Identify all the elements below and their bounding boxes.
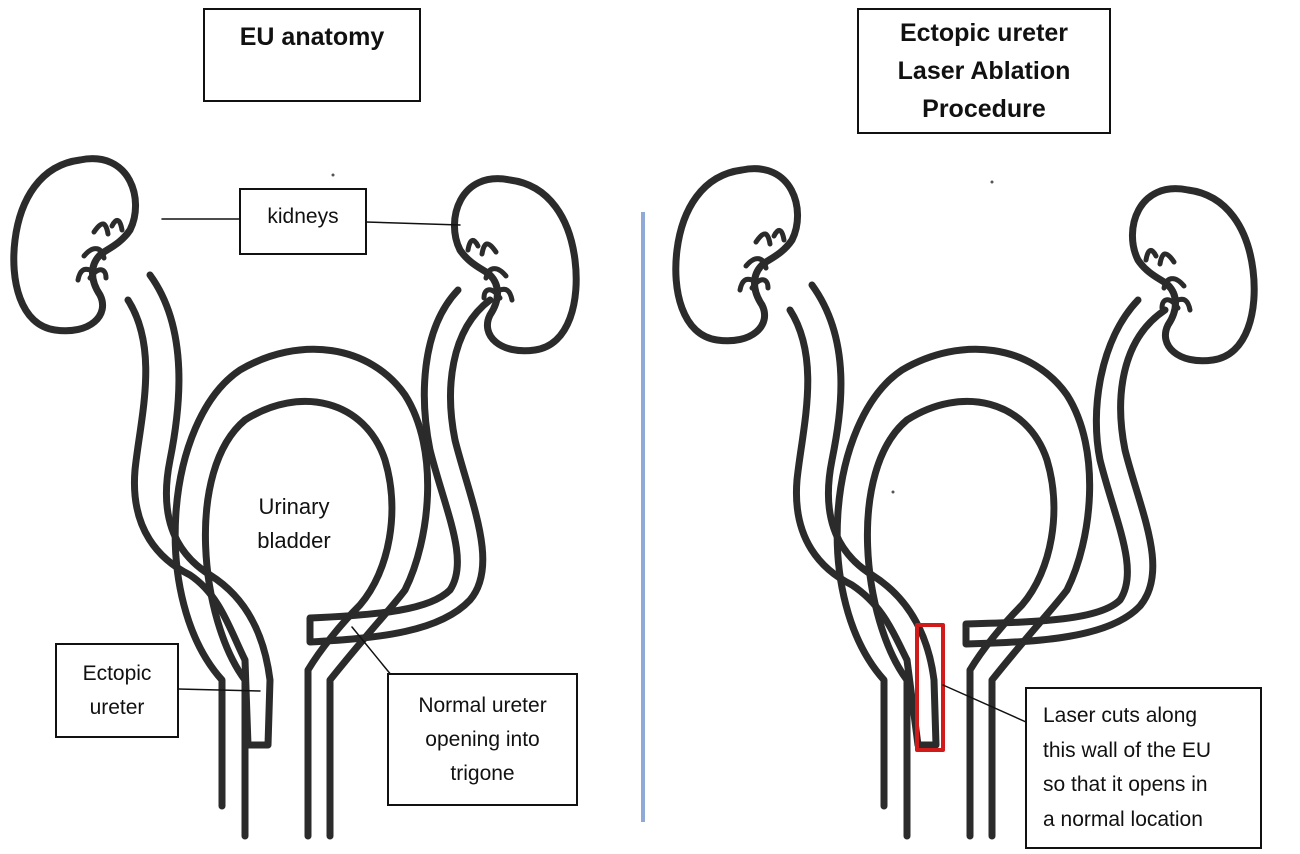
left-kidney-left-panel — [14, 159, 136, 331]
right-bladder-inner-wall — [863, 397, 1058, 840]
right-procedure-drawing — [676, 169, 1254, 840]
normal-ureter-label-text: Normal ureter opening into trigone — [418, 693, 547, 785]
normal-ureter-leader — [351, 626, 393, 677]
speck — [990, 180, 994, 184]
kidneys-label: kidneys — [239, 188, 367, 255]
left-kidney-right-panel — [676, 169, 798, 341]
kidneys-leader-right — [365, 221, 461, 226]
right-kidney-left-panel — [454, 179, 576, 351]
normal-ureter-label: Normal ureter opening into trigone — [387, 673, 578, 806]
ectopic-ureter-label-text: Ectopic ureter — [82, 661, 152, 719]
urinary-bladder-label: Urinary bladder — [234, 456, 354, 558]
laser-cut-label: Laser cuts along this wall of the EU so … — [1025, 687, 1262, 849]
normal-ureter-right-panel — [962, 296, 1169, 648]
urinary-bladder-label-text: Urinary bladder — [257, 494, 331, 553]
right-panel-title-text: Ectopic ureter Laser Ablation Procedure — [897, 19, 1071, 123]
speck — [891, 490, 895, 494]
kidneys-label-text: kidneys — [267, 205, 339, 228]
laser-cut-leader — [942, 684, 1027, 723]
laser-cut-label-text: Laser cuts along this wall of the EU so … — [1043, 704, 1212, 831]
left-panel-title: EU anatomy — [203, 8, 421, 102]
ectopic-ureter-label: Ectopic ureter — [55, 643, 179, 738]
left-bladder-outer-wall — [171, 345, 432, 840]
right-panel-title: Ectopic ureter Laser Ablation Procedure — [857, 8, 1111, 134]
left-anatomy-drawing — [14, 159, 576, 840]
laser-cut-highlight — [915, 623, 945, 752]
right-bladder-outer-wall — [833, 345, 1094, 840]
left-panel-title-text: EU anatomy — [239, 23, 385, 51]
speck — [331, 173, 335, 177]
normal-ureter — [306, 286, 494, 646]
right-kidney-right-panel — [1132, 189, 1254, 361]
ectopic-ureter-leader — [177, 688, 261, 692]
ectopic-ureter-outer — [124, 271, 274, 749]
ectopic-ureter-right-panel — [786, 281, 940, 749]
